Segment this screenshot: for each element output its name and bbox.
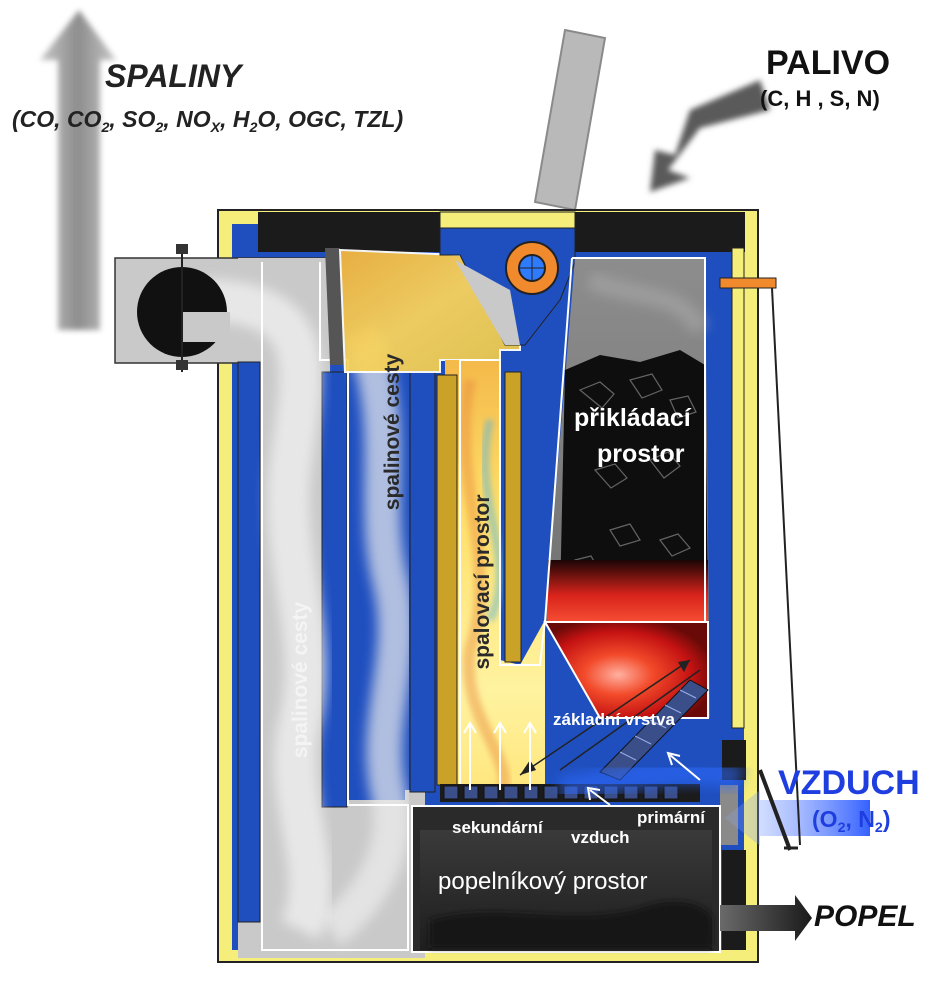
upper-flue-label: spalinové cesty xyxy=(381,353,404,511)
hopper-label-line2: prostor xyxy=(597,440,685,468)
popel-label: POPEL xyxy=(814,900,916,933)
spaliny-composition: (CO, CO2, SO2, NOX, H2O, OGC, TZL) xyxy=(12,106,404,136)
base-layer-label: základní vrstva xyxy=(553,710,675,729)
ash-outlet-arrow xyxy=(720,895,812,941)
fuel-arrow xyxy=(650,80,770,192)
ash-pit xyxy=(411,805,721,953)
secondary-air-label: sekundární xyxy=(452,818,543,837)
primary-air-label: primární xyxy=(637,808,706,827)
combustion-label: spalovací prostor xyxy=(471,494,494,670)
air-small-label: vzduch xyxy=(571,828,630,847)
palivo-composition: (C, H , S, N) xyxy=(760,86,880,111)
door-lever xyxy=(719,277,801,851)
combustion-chamber xyxy=(436,359,546,803)
hopper-label-line1: přikládací xyxy=(574,404,691,432)
spaliny-label: SPALINY xyxy=(105,58,242,94)
lower-flue-label: spalinové cesty xyxy=(289,601,312,759)
heat-exchanger-header xyxy=(439,227,576,346)
fuel-chute xyxy=(533,28,607,212)
air-flow-arrows xyxy=(463,721,870,846)
palivo-label: PALIVO xyxy=(766,44,891,82)
ash-pit-label: popelníkový prostor xyxy=(438,868,648,895)
gas-duct-area xyxy=(114,257,436,958)
fuel-hopper xyxy=(543,257,710,719)
flue-outlet-damper xyxy=(137,244,230,372)
exhaust-arrow xyxy=(40,10,116,330)
vzduch-composition: (O2, N2) xyxy=(812,806,891,836)
vzduch-label: VZDUCH xyxy=(778,764,920,802)
